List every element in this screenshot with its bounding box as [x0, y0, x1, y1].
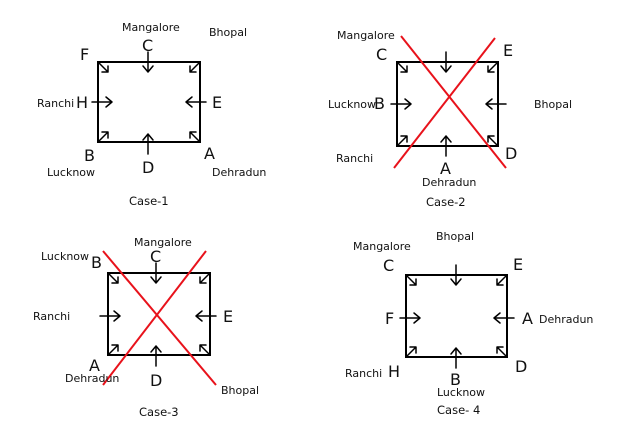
case-2-arrow-c — [396, 61, 408, 73]
case-4-table — [405, 274, 508, 358]
case-1-city-lucknow: Lucknow — [47, 166, 95, 179]
case-3-letter-d: D — [150, 371, 162, 390]
case-3-cross-line-1 — [102, 250, 217, 386]
case-1-table — [97, 61, 201, 143]
case-3-arrow-a — [107, 344, 119, 356]
case-4-arrow-c — [405, 274, 417, 286]
case-1-letter-d: D — [142, 158, 154, 177]
case-3-arrow-topright — [199, 272, 211, 284]
case-2-cross-line-1 — [400, 35, 507, 169]
case-3-city-bhopal: Bhopal — [221, 384, 259, 397]
case-3-letter-c: C — [150, 247, 161, 266]
case-3-letter-a: A — [89, 356, 100, 375]
case-4-city-mangalore: Mangalore — [353, 240, 411, 253]
case-2-arrow-d — [487, 135, 499, 147]
case-3-arrow-b — [107, 272, 119, 284]
case-1: F C H E B D A Mangalore Bhopal Ranchi Lu… — [37, 21, 266, 208]
case-1-city-dehradun: Dehradun — [212, 166, 266, 179]
case-4-city-dehradun: Dehradun — [539, 313, 593, 326]
case-3: B C E A D Lucknow Mangalore Ranchi Dehra… — [33, 236, 259, 419]
case-2-city-dehradun: Dehradun — [422, 176, 476, 189]
case-4-arrow-e — [496, 274, 508, 286]
case-2-cross-line-2 — [393, 37, 496, 169]
case-2-table — [396, 61, 499, 147]
case-3-city-lucknow: Lucknow — [41, 250, 89, 263]
case-1-arrow-f — [97, 61, 109, 73]
case-4-city-ranchi: Ranchi — [345, 367, 382, 380]
case-2-caption: Case-2 — [426, 195, 466, 209]
case-1-letter-b: B — [84, 146, 95, 165]
case-2-arrow-top — [440, 51, 452, 73]
case-4-letter-h: H — [388, 362, 400, 381]
case-1-letter-e: E — [212, 93, 222, 112]
case-1-letter-h: H — [76, 93, 88, 112]
case-1-letter-c: C — [142, 36, 153, 55]
case-2-letter-a: A — [440, 159, 451, 178]
case-1-arrow-b — [97, 131, 109, 143]
case-3-arrow-d — [150, 345, 162, 367]
case-4-letter-b: B — [450, 370, 461, 389]
case-4-letter-f: F — [385, 309, 394, 328]
case-2-arrow-a — [440, 135, 452, 157]
case-2-arrow-right — [485, 98, 507, 110]
case-2-arrow-bottomleft — [396, 135, 408, 147]
case-2-city-lucknow: Lucknow — [328, 98, 376, 111]
case-1-caption: Case-1 — [129, 194, 169, 208]
case-4-arrow-f — [399, 312, 421, 324]
case-4-letter-a: A — [522, 309, 533, 328]
case-2-letter-d: D — [505, 144, 517, 163]
case-1-arrow-h — [91, 96, 113, 108]
case-3-cross-line-2 — [102, 250, 207, 386]
case-2-letter-e: E — [503, 41, 513, 60]
case-4-arrow-a — [493, 312, 515, 324]
case-1-arrow-e — [185, 96, 207, 108]
case-1-city-ranchi: Ranchi — [37, 97, 74, 110]
case-3-city-dehradun: Dehradun — [65, 372, 119, 385]
case-2: C E B A D Mangalore Lucknow Bhopal Ranch… — [328, 29, 572, 209]
case-1-arrow-a — [189, 131, 201, 143]
case-1-city-mangalore: Mangalore — [122, 21, 180, 34]
case-1-arrow-topright — [189, 61, 201, 73]
case-1-letter-f: F — [80, 45, 89, 64]
case-4-letter-e: E — [513, 255, 523, 274]
case-4-arrow-h — [405, 346, 417, 358]
case-4-city-bhopal: Bhopal — [436, 230, 474, 243]
case-2-city-bhopal: Bhopal — [534, 98, 572, 111]
case-3-letter-e: E — [223, 307, 233, 326]
case-4-city-lucknow: Lucknow — [437, 386, 485, 399]
case-3-caption: Case-3 — [139, 405, 179, 419]
case-4-arrow-top — [450, 264, 462, 286]
case-3-city-mangalore: Mangalore — [134, 236, 192, 249]
case-3-table — [107, 272, 211, 356]
case-2-letter-c: C — [376, 45, 387, 64]
case-3-arrow-bottomright — [199, 344, 211, 356]
case-1-arrow-d — [142, 133, 154, 155]
case-2-city-mangalore: Mangalore — [337, 29, 395, 42]
case-4-caption: Case- 4 — [437, 403, 480, 417]
case-4-letter-d: D — [515, 357, 527, 376]
case-3-arrow-left — [99, 310, 121, 322]
case-1-city-bhopal: Bhopal — [209, 26, 247, 39]
case-3-arrow-e — [195, 310, 217, 322]
case-3-city-ranchi: Ranchi — [33, 310, 70, 323]
case-4: C E F A H B D Bhopal Mangalore Dehradun … — [345, 230, 593, 417]
case-4-arrow-d — [496, 346, 508, 358]
case-1-letter-a: A — [204, 144, 215, 163]
case-2-letter-b: B — [374, 94, 385, 113]
case-4-arrow-b — [450, 347, 462, 369]
case-3-letter-b: B — [91, 253, 102, 272]
case-2-arrow-e — [487, 61, 499, 73]
case-4-letter-c: C — [383, 256, 394, 275]
case-2-arrow-b — [390, 98, 412, 110]
case-3-arrow-c — [150, 262, 162, 284]
case-1-arrow-c — [142, 51, 154, 73]
case-2-city-ranchi: Ranchi — [336, 152, 373, 165]
